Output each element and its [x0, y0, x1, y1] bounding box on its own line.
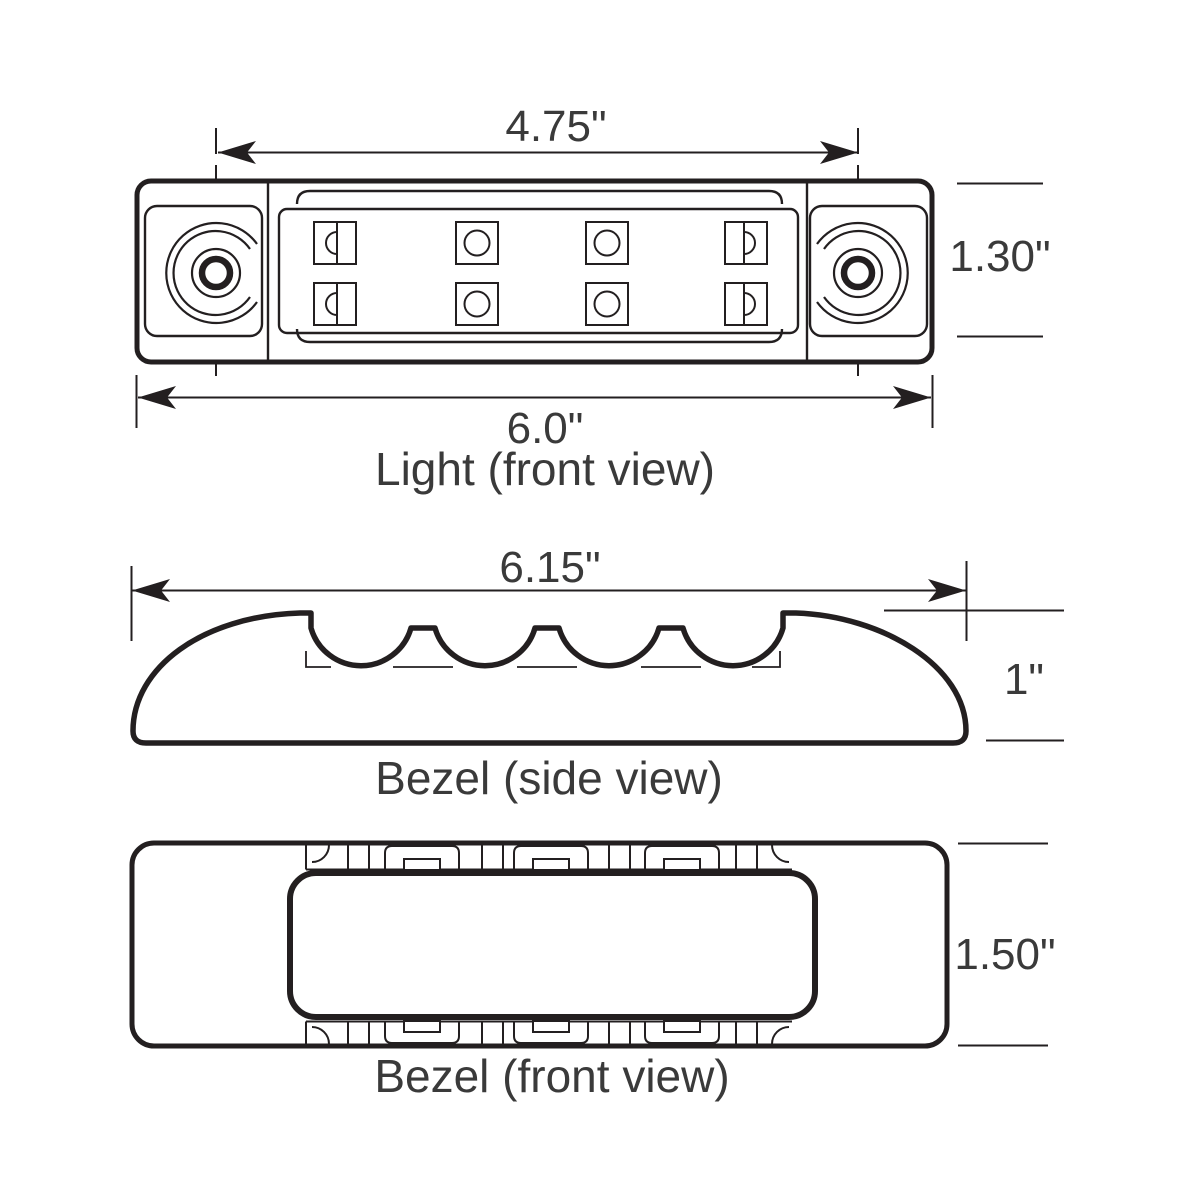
lens-top-groove — [295, 189, 784, 205]
arrowhead-right-icon — [820, 141, 858, 164]
bezel-outer-outline — [129, 840, 950, 1049]
led-side-left-r2 — [313, 282, 357, 326]
arrowhead-left-icon — [132, 579, 170, 602]
led-cell — [585, 221, 629, 265]
light-body — [134, 178, 935, 365]
dimension-bezel-front-height: 1.50" — [954, 842, 1056, 1047]
end-cap-panel-left — [143, 204, 264, 338]
arrowhead-left-icon — [218, 141, 256, 164]
strip-corner-arc-right — [771, 1026, 790, 1045]
screw-left — [165, 221, 258, 325]
led-cell — [313, 282, 357, 326]
bezel-side-view-label: Bezel (side view) — [375, 752, 723, 804]
hidden-seat-line — [305, 651, 781, 668]
screw-boss-arc-outer — [816, 221, 909, 325]
dimension-value: 6.15" — [499, 543, 600, 592]
led-cell — [724, 221, 768, 265]
led-cell — [585, 282, 629, 326]
dimension-value: 1" — [1004, 655, 1044, 704]
light-front-view-label: Light (front view) — [375, 443, 715, 495]
led-dome — [593, 229, 621, 257]
arrowhead-right-icon — [928, 579, 966, 602]
led-half-dome — [325, 231, 338, 255]
dimension-value: 6.0" — [507, 404, 584, 453]
led-dome — [593, 290, 621, 318]
screw-washer — [190, 247, 242, 299]
dimension-screw-spacing: 4.75" — [218, 102, 858, 164]
end-cap-panel-right — [808, 204, 929, 338]
led-round-1-r2 — [455, 282, 499, 326]
screw-head — [198, 255, 234, 291]
top-clip-strip — [305, 844, 792, 871]
led-dome — [463, 290, 491, 318]
screw-boss-arc-inner — [823, 229, 902, 317]
light-front-view: 4.75" — [134, 102, 1051, 495]
dimension-value: 1.30" — [949, 232, 1050, 281]
hidden-line-corner-right — [752, 651, 781, 668]
led-panel-outline — [277, 207, 800, 335]
dimension-value: 1.50" — [954, 930, 1055, 979]
led-half-dome — [743, 231, 756, 255]
strip-divider-lines — [305, 845, 758, 870]
clip-tab-latch — [663, 1020, 701, 1033]
dimension-light-overall-width: 6.0" — [135, 375, 934, 453]
clip-tab-latch — [532, 858, 570, 871]
clip-tab-arch — [644, 845, 720, 869]
led-round-1-r1 — [455, 221, 499, 265]
arrowhead-left-icon — [138, 386, 176, 409]
clip-tab-arch — [513, 845, 589, 869]
led-cell — [455, 221, 499, 265]
led-cell — [455, 282, 499, 326]
bottom-clip-strip — [305, 1020, 792, 1045]
led-side-right-r1 — [724, 221, 768, 265]
strip-corner-arc-right — [771, 844, 790, 863]
led-round-2-r2 — [585, 282, 629, 326]
lens-bottom-groove — [295, 328, 784, 344]
screw-washer — [832, 247, 884, 299]
clip-tab-arch — [513, 1022, 589, 1044]
clip-tab-arch — [384, 845, 460, 869]
clip-tab-latch — [403, 858, 441, 871]
led-grid — [313, 221, 768, 326]
dimension-light-height: 1.30" — [949, 182, 1051, 338]
led-cell — [313, 221, 357, 265]
led-side-left-r1 — [313, 221, 357, 265]
strip-corner-arc-left — [311, 1026, 330, 1045]
screw-right — [816, 221, 909, 325]
clip-tab-arch — [384, 1022, 460, 1044]
led-cell — [724, 282, 768, 326]
bezel-front-view-label: Bezel (front view) — [374, 1050, 729, 1102]
led-side-right-r2 — [724, 282, 768, 326]
clip-tab-arch — [644, 1022, 720, 1044]
screw-boss-arc-outer — [165, 221, 258, 325]
clip-tab-latch — [663, 858, 701, 871]
hidden-line-corner-left — [305, 651, 331, 668]
led-round-2-r1 — [585, 221, 629, 265]
bezel-opening-outline — [287, 870, 818, 1020]
led-half-dome — [743, 292, 756, 316]
screw-head — [840, 255, 876, 291]
strip-divider-lines — [305, 1021, 758, 1044]
led-half-dome — [325, 292, 338, 316]
dimension-bezel-width: 6.15" — [130, 543, 968, 641]
screw-boss-arc-inner — [172, 229, 251, 317]
clip-tab-latch — [403, 1020, 441, 1033]
led-dome — [463, 229, 491, 257]
light-housing-outline — [134, 178, 935, 365]
dimension-value: 4.75" — [505, 102, 606, 151]
bezel-profile-outline — [130, 610, 969, 746]
dimension-bezel-side-height: 1" — [884, 609, 1064, 742]
strip-corner-arc-left — [311, 844, 330, 863]
bezel-front-view: 1.50" Bezel (front view) — [129, 840, 1056, 1102]
bezel-side-view: 6.15" 1" Bezel (side view) — [130, 543, 1064, 804]
clip-tab-latch — [532, 1020, 570, 1033]
arrowhead-right-icon — [893, 386, 931, 409]
